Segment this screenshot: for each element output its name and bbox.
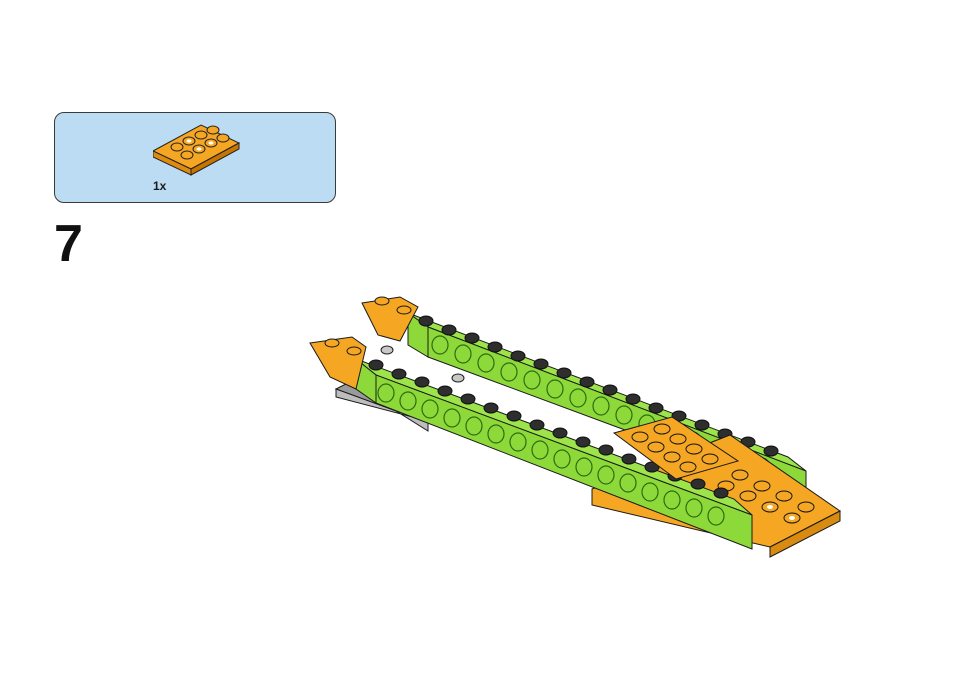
orange-plate-2x4-icon [153,124,241,176]
parts-callout: 1x [54,112,336,203]
part-quantity: 1x [153,179,167,193]
step-number: 7 [54,215,83,273]
model-assembly-illustration [309,296,841,558]
